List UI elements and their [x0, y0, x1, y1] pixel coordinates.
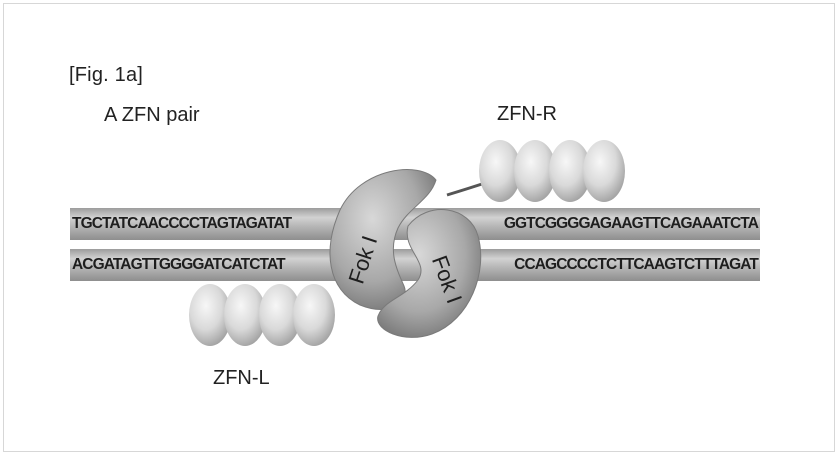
figure-label: [Fig. 1a] — [69, 64, 144, 86]
zfn-left-label: ZFN-L — [213, 367, 270, 389]
dna-top-right-sequence: GGTCGGGGAGAAGTTCAGAAATCTA — [503, 215, 759, 232]
dna-top-left-sequence: TGCTATCAACCCCTAGTAGATAT — [72, 215, 292, 232]
zfn-right-label: ZFN-R — [497, 103, 557, 125]
dna-strand-top: TGCTATCAACCCCTAGTAGATAT GGTCGGGGAGAAGTTC… — [70, 208, 760, 240]
dna-strand-bottom: ACGATAGTTGGGGATCATCTAT CCAGCCCCTCTTCAAGT… — [70, 249, 760, 281]
dna-bottom-right-sequence: CCAGCCCCTCTTCAAGTCTTTAGAT — [514, 256, 759, 273]
dna-bottom-left-sequence: ACGATAGTTGGGGATCATCTAT — [72, 256, 286, 273]
figure-title: A ZFN pair — [104, 104, 200, 126]
